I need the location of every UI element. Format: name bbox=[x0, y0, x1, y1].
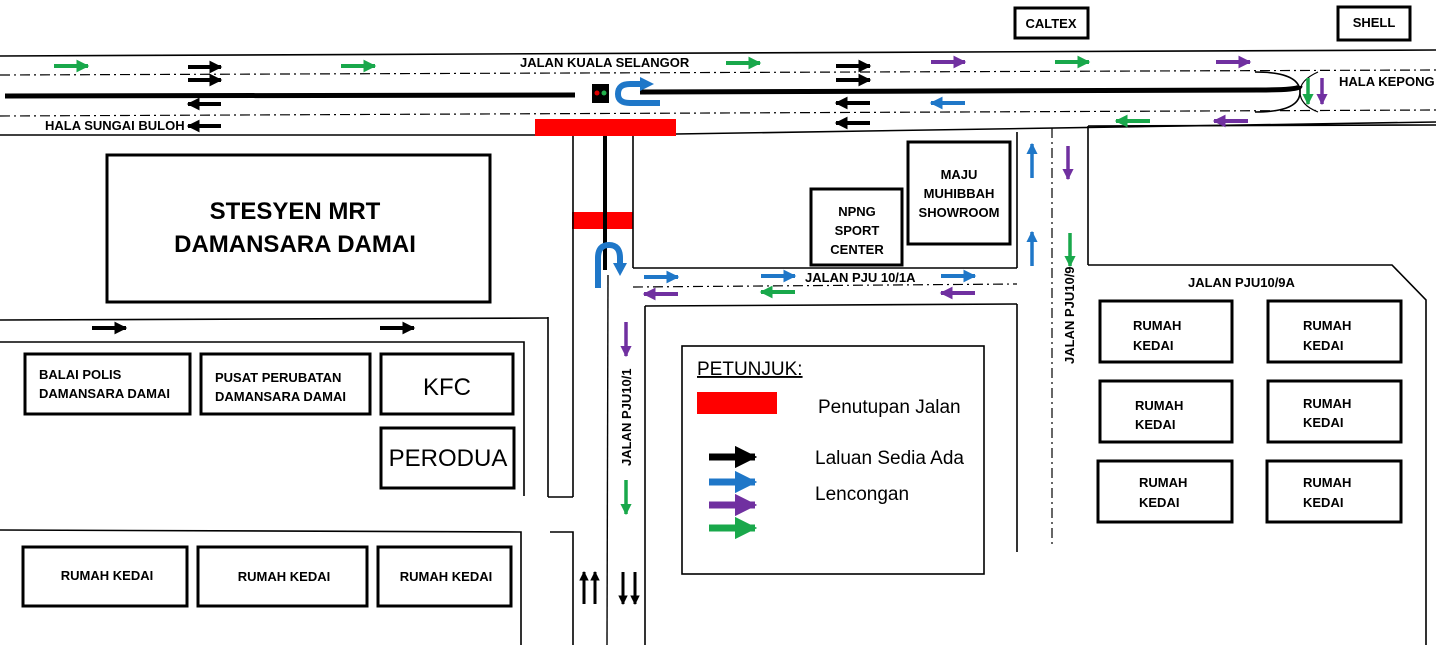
label-maju-muhibbah: MAJU bbox=[941, 167, 978, 182]
buildings bbox=[21, 5, 1412, 608]
legend-closure-swatch bbox=[697, 392, 777, 414]
label-npng: CENTER bbox=[830, 242, 884, 257]
legend-detour-label: Lencongan bbox=[815, 484, 909, 505]
label-kfc: KFC bbox=[423, 374, 471, 401]
legend-closure-label: Penutupan Jalan bbox=[818, 397, 961, 418]
label-maju-muhibbah: SHOWROOM bbox=[919, 205, 1000, 220]
road-pju10-1a bbox=[632, 132, 1018, 552]
road-label-pju10-1a: JALAN PJU 10/1A bbox=[805, 270, 916, 285]
label-pusat-perubatan: DAMANSARA DAMAI bbox=[215, 389, 346, 404]
legend-existing-label: Laluan Sedia Ada bbox=[815, 448, 964, 469]
road-label-pju10-1: JALAN PJU10/1 bbox=[619, 368, 634, 466]
road-label-pju10-9a: JALAN PJU10/9A bbox=[1188, 275, 1296, 290]
road-label-kepong: HALA KEPONG bbox=[1339, 74, 1435, 89]
label-shell: SHELL bbox=[1353, 15, 1396, 30]
label-rumah-kedai: RUMAH KEDAI bbox=[400, 569, 492, 584]
legend: PETUNJUK: Penutupan Jalan Laluan Sedia A… bbox=[681, 345, 985, 575]
label-rumah-kedai: KEDAI bbox=[1135, 417, 1175, 432]
legend-title: PETUNJUK: bbox=[697, 359, 803, 380]
label-rumah-kedai: RUMAH bbox=[1303, 475, 1351, 490]
label-rumah-kedai: KEDAI bbox=[1303, 415, 1343, 430]
label-maju-muhibbah: MUHIBBAH bbox=[924, 186, 995, 201]
label-mrt-station: DAMANSARA DAMAI bbox=[174, 231, 416, 258]
label-rumah-kedai: KEDAI bbox=[1139, 495, 1179, 510]
u-turn-icon bbox=[614, 77, 660, 106]
block-outlines bbox=[0, 317, 574, 645]
label-rumah-kedai: KEDAI bbox=[1303, 495, 1343, 510]
road-closure-pju10-1 bbox=[572, 212, 633, 229]
label-balai-polis: DAMANSARA DAMAI bbox=[39, 386, 170, 401]
label-rumah-kedai: RUMAH KEDAI bbox=[238, 569, 330, 584]
label-rumah-kedai: RUMAH bbox=[1133, 318, 1181, 333]
road-label-sungai-buloh: HALA SUNGAI BULOH bbox=[45, 118, 185, 133]
label-mrt-station: STESYEN MRT bbox=[210, 198, 381, 225]
label-rumah-kedai: RUMAH bbox=[1139, 475, 1187, 490]
label-rumah-kedai: RUMAH bbox=[1303, 318, 1351, 333]
label-rumah-kedai: KEDAI bbox=[1133, 338, 1173, 353]
label-rumah-kedai: RUMAH KEDAI bbox=[61, 568, 153, 583]
label-rumah-kedai: KEDAI bbox=[1303, 338, 1343, 353]
road-label-kuala-selangor: JALAN KUALA SELANGOR bbox=[520, 55, 690, 70]
label-npng: NPNG bbox=[838, 204, 876, 219]
label-balai-polis: BALAI POLIS bbox=[39, 367, 122, 382]
label-perodua: PERODUA bbox=[389, 445, 508, 472]
u-turn-icon bbox=[595, 241, 627, 288]
road-closure-main bbox=[535, 119, 676, 136]
traffic-light-icon bbox=[592, 84, 609, 103]
label-caltex: CALTEX bbox=[1025, 16, 1076, 31]
label-rumah-kedai: RUMAH bbox=[1135, 398, 1183, 413]
road-pju10-9 bbox=[1051, 124, 1436, 645]
label-pusat-perubatan: PUSAT PERUBATAN bbox=[215, 370, 341, 385]
road-label-pju10-9: JALAN PJU10/9 bbox=[1062, 266, 1077, 364]
main-road bbox=[0, 49, 1436, 136]
route-arrows bbox=[54, 55, 1328, 605]
label-npng: SPORT bbox=[835, 223, 880, 238]
label-rumah-kedai: RUMAH bbox=[1303, 396, 1351, 411]
